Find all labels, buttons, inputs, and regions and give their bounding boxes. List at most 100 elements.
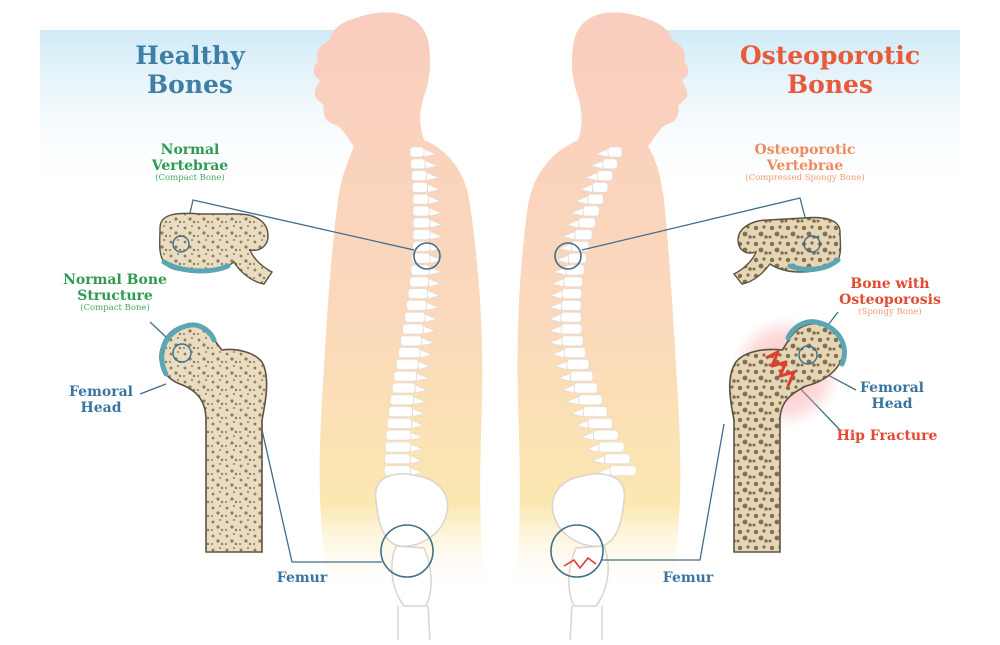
healthy-spine xyxy=(383,146,444,477)
vertebra-segment xyxy=(607,146,623,158)
spinous-process xyxy=(428,195,442,205)
vertebra-segment xyxy=(566,358,590,370)
spinous-process xyxy=(429,231,444,241)
spinous-process xyxy=(413,396,428,406)
vertebra-segment xyxy=(395,358,419,370)
spine-callout-circle-right xyxy=(554,242,582,270)
vertebra-segment xyxy=(406,299,427,311)
vertebra-segment xyxy=(598,441,625,453)
vertebra-segment xyxy=(578,217,596,229)
vertebra-segment xyxy=(397,347,421,359)
pelvis-fracture-mark xyxy=(563,556,597,570)
spinous-process xyxy=(411,419,425,429)
spinous-process xyxy=(552,266,567,276)
spinous-process xyxy=(421,337,436,347)
vertebra-segment xyxy=(593,429,619,441)
vertebra-segment xyxy=(404,311,426,323)
spinous-process xyxy=(426,172,440,182)
hip-callout-circle-left xyxy=(380,524,434,578)
vertebra-segment xyxy=(563,276,584,288)
vertebra-segment xyxy=(560,323,583,335)
label-line: Osteoporosis xyxy=(839,292,941,309)
spinous-process xyxy=(580,431,594,441)
title-line: Bones xyxy=(787,69,873,99)
vertebra-segment xyxy=(391,382,416,394)
spinous-process xyxy=(561,231,576,241)
label-line: Bone with xyxy=(850,276,930,292)
label-line: Head xyxy=(871,396,913,413)
label-line: Femoral xyxy=(69,384,133,400)
spinous-process xyxy=(410,431,425,441)
vertebra-segment xyxy=(409,146,425,158)
label-line: Osteoporotic xyxy=(754,142,856,158)
normal-bone-structure-label: Normal Bone Structure (Compact Bone) xyxy=(55,272,175,314)
vertebra-segment xyxy=(569,370,594,382)
label-note: (Compressed Spongy Bone) xyxy=(745,173,865,184)
label-line: Normal Bone xyxy=(63,272,167,288)
osteoporotic-vertebra xyxy=(732,216,842,285)
spinous-process xyxy=(574,195,589,205)
healthy-bones-title: Healthy Bones xyxy=(120,41,260,100)
label-line: Vertebrae xyxy=(151,158,229,175)
spinous-process xyxy=(574,419,589,429)
vertebra-segment xyxy=(603,453,631,465)
vertebra-segment xyxy=(578,394,603,406)
label-note: (Spongy Bone) xyxy=(858,307,922,318)
vertebra-segment xyxy=(582,406,608,418)
spinous-process xyxy=(428,278,442,288)
femoral-head-label-right: Femoral Head xyxy=(852,380,932,412)
spinous-process xyxy=(427,183,441,193)
spinous-process xyxy=(553,360,568,370)
vertebra-segment xyxy=(587,193,604,205)
spinous-process xyxy=(428,207,443,217)
bone-with-osteoporosis-label: Bone with Osteoporosis (Spongy Bone) xyxy=(830,276,950,318)
vertebra-segment xyxy=(597,170,613,182)
osteoporotic-femur xyxy=(728,319,847,553)
spinous-process xyxy=(429,254,444,264)
vertebra-segment xyxy=(560,311,582,323)
spinous-process xyxy=(584,172,598,182)
spinous-process xyxy=(560,384,575,394)
vertebra-segment xyxy=(561,288,582,300)
hip-callout-circle-right xyxy=(550,524,604,578)
normal-vertebra xyxy=(158,212,274,285)
vertebra-segment xyxy=(412,217,431,229)
vertebra-segment xyxy=(388,406,413,418)
label-note: (Compact Bone) xyxy=(80,303,150,314)
vertebra-segment xyxy=(561,335,584,347)
vertebra-segment xyxy=(384,453,411,465)
spinous-process xyxy=(424,160,439,170)
vertebra-segment xyxy=(573,382,598,394)
vertebra-segment xyxy=(412,205,430,217)
spinous-process xyxy=(417,360,432,370)
vertebra-segment xyxy=(410,158,426,170)
spinous-process xyxy=(550,349,565,359)
spinous-process xyxy=(548,337,563,347)
spinous-process xyxy=(591,455,605,465)
femur-label-left: Femur xyxy=(276,570,328,586)
spinous-process xyxy=(419,349,434,359)
spinous-process xyxy=(429,219,444,229)
spinous-process xyxy=(557,372,571,382)
spinous-process xyxy=(589,160,604,170)
osteoporotic-pelvis xyxy=(551,473,626,641)
title-line: Healthy xyxy=(135,41,245,70)
spinous-process xyxy=(547,325,562,335)
spinous-process xyxy=(569,408,584,418)
vertebra-segment xyxy=(411,181,428,193)
spinous-process xyxy=(569,207,584,217)
label-note: (Compact Bone) xyxy=(155,173,225,184)
spine-callout-circle-left xyxy=(413,242,441,270)
femoral-head-label-left: Femoral Head xyxy=(62,384,140,416)
spinous-process xyxy=(594,148,609,158)
vertebra-segment xyxy=(582,205,600,217)
femur-label-right: Femur xyxy=(662,570,714,586)
vertebra-segment xyxy=(412,193,429,205)
label-line: Normal xyxy=(160,142,220,158)
spinous-process xyxy=(425,301,440,311)
healthy-body-silhouette xyxy=(313,12,486,590)
vertebra-segment xyxy=(384,441,411,453)
osteoporotic-bones-title: Osteoporotic Bones xyxy=(730,41,930,100)
